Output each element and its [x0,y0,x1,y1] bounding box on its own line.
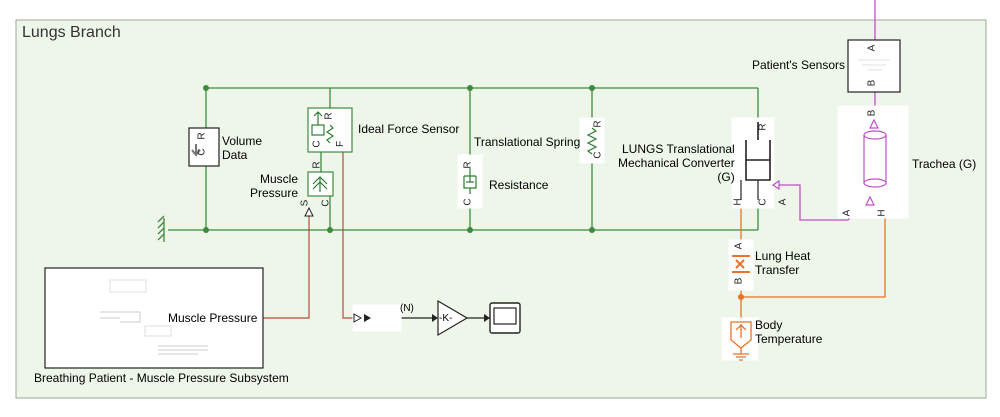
lungs-converter-label: LUNGS Translational Mechanical Converter… [618,142,735,184]
scope-block[interactable] [489,302,521,334]
patients-sensors-port-b: B [866,79,878,87]
ps-simulink-converter-block[interactable] [352,304,402,332]
area-title: Lungs Branch [22,24,121,41]
arrowheads [432,314,490,322]
translational-spring-label: Translational Spring [474,135,581,149]
patients-sensors-label: Patient's Sensors [752,58,846,72]
subsystem-label: Breathing Patient - Muscle Pressure Subs… [34,371,289,385]
resistance-block[interactable] [457,154,483,209]
translational-spring-block[interactable] [579,117,605,164]
muscle-pressure-source-block[interactable] [304,171,334,217]
converter-port-a: A [777,198,789,206]
muscle-source-port-c: C [320,199,332,207]
gain-block[interactable] [437,299,469,337]
gain-label: -K- [439,313,453,324]
patients-sensors-port-a: A [866,44,878,52]
trachea-port-h: H [876,209,888,217]
trachea-port-b: B [866,109,878,117]
force-sensor-port-c: C [311,140,323,148]
spring-port-r: R [592,120,604,128]
muscle-source-port-r: R [311,161,323,169]
mechanical-connections [168,87,759,231]
signal-connections [263,143,353,319]
trachea-block[interactable] [837,105,909,219]
spring-port-c: C [592,151,604,159]
lung-heat-transfer-label: Lung Heat Transfer [755,249,811,277]
converter-port-r: R [757,123,769,131]
heat-transfer-port-a: A [733,242,745,250]
body-temperature-block[interactable] [721,317,759,361]
thermal-junction [738,294,744,300]
resistance-label: Resistance [489,178,549,192]
lung-heat-transfer-block[interactable] [728,239,754,291]
junction-dots [203,85,595,233]
muscle-pressure-label: Muscle Pressure [250,172,299,200]
ideal-force-sensor-label: Ideal Force Sensor [358,122,460,136]
resistance-port-c: C [462,198,474,206]
ideal-force-sensor-block[interactable] [307,107,353,153]
trachea-label: Trachea (G) [912,157,977,171]
lungs-converter-block[interactable] [731,117,780,209]
volume-data-block[interactable] [188,127,220,167]
ps-converter-unit-label: (N) [400,303,414,314]
force-sensor-port-r: R [323,112,335,120]
converter-port-c: C [757,198,769,206]
muscle-source-port-s: S [299,199,311,207]
trachea-port-a: A [841,209,853,217]
converter-port-h: H [732,198,744,206]
patients-sensors-block[interactable] [847,39,901,93]
force-sensor-port-f: F [335,140,347,148]
body-temperature-label: Body Temperature [755,318,823,346]
muscle-pressure-subsystem-block[interactable] [44,267,264,369]
subsystem-output-port-label: Muscle Pressure [168,311,258,325]
volume-data-port-r: R [196,132,208,140]
mechanical-reference-icon [157,215,165,242]
volume-data-label: Volume Data [222,134,263,162]
volume-data-port-c: C [196,148,208,156]
heat-transfer-port-b: B [733,277,745,285]
resistance-port-r: R [462,161,474,169]
